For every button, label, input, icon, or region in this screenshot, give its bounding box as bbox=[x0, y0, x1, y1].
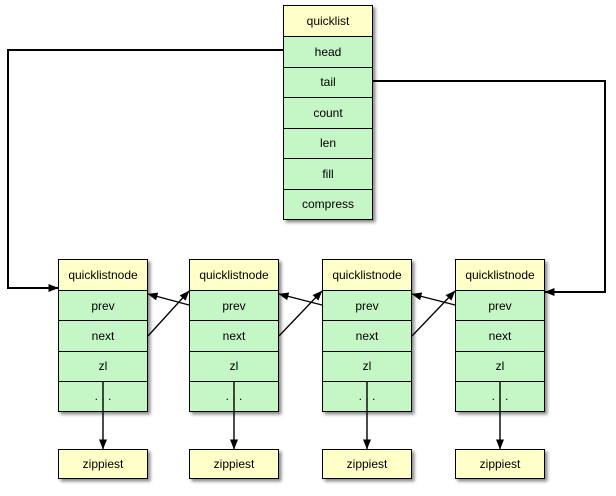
node3-field-prev: prev bbox=[323, 290, 411, 321]
quicklist-box: quicklist head tail count len fill compr… bbox=[283, 5, 373, 220]
node1-field-ellipsis: . . . bbox=[59, 380, 147, 411]
quicklistnode-box-4: quicklistnode prev next zl . . . bbox=[455, 259, 545, 412]
quicklist-field-compress: compress bbox=[284, 188, 372, 219]
ziplist-box-4: zippiest bbox=[455, 449, 545, 479]
node2-field-next: next bbox=[190, 320, 278, 351]
arrow-node3-next-to-node4 bbox=[411, 290, 456, 337]
quicklistnode-title-3: quicklistnode bbox=[323, 260, 411, 290]
quicklistnode-title-1: quicklistnode bbox=[59, 260, 147, 290]
node3-field-zl: zl bbox=[323, 350, 411, 381]
arrow-node2-prev-to-node1 bbox=[147, 292, 190, 306]
quicklist-field-len: len bbox=[284, 127, 372, 158]
arrow-node1-next-to-node2 bbox=[147, 290, 190, 337]
node4-field-next: next bbox=[456, 320, 544, 351]
quicklistnode-title-2: quicklistnode bbox=[190, 260, 278, 290]
quicklist-title: quicklist bbox=[284, 6, 372, 36]
quicklist-field-tail: tail bbox=[284, 66, 372, 97]
node3-field-ellipsis: . . . bbox=[323, 380, 411, 411]
arrow-node2-next-to-node3 bbox=[278, 290, 323, 337]
quicklistnode-box-3: quicklistnode prev next zl . . . bbox=[322, 259, 412, 412]
node4-field-zl: zl bbox=[456, 350, 544, 381]
node2-field-ellipsis: . . . bbox=[190, 380, 278, 411]
quicklist-field-fill: fill bbox=[284, 158, 372, 189]
node2-field-prev: prev bbox=[190, 290, 278, 321]
node2-field-zl: zl bbox=[190, 350, 278, 381]
node1-field-next: next bbox=[59, 320, 147, 351]
node4-field-ellipsis: . . . bbox=[456, 380, 544, 411]
quicklistnode-box-1: quicklistnode prev next zl . . . bbox=[58, 259, 148, 412]
ziplist-box-1: zippiest bbox=[58, 449, 148, 479]
node3-field-next: next bbox=[323, 320, 411, 351]
ziplist-box-3: zippiest bbox=[322, 449, 412, 479]
quicklistnode-box-2: quicklistnode prev next zl . . . bbox=[189, 259, 279, 412]
arrow-head-to-node1 bbox=[7, 49, 283, 292]
quicklist-field-head: head bbox=[284, 36, 372, 67]
arrow-node3-prev-to-node2 bbox=[278, 292, 323, 306]
quicklistnode-title-4: quicklistnode bbox=[456, 260, 544, 290]
node1-field-zl: zl bbox=[59, 350, 147, 381]
arrow-node4-prev-to-node3 bbox=[411, 292, 456, 306]
node4-field-prev: prev bbox=[456, 290, 544, 321]
node1-field-prev: prev bbox=[59, 290, 147, 321]
quicklist-field-count: count bbox=[284, 97, 372, 128]
ziplist-box-2: zippiest bbox=[189, 449, 279, 479]
